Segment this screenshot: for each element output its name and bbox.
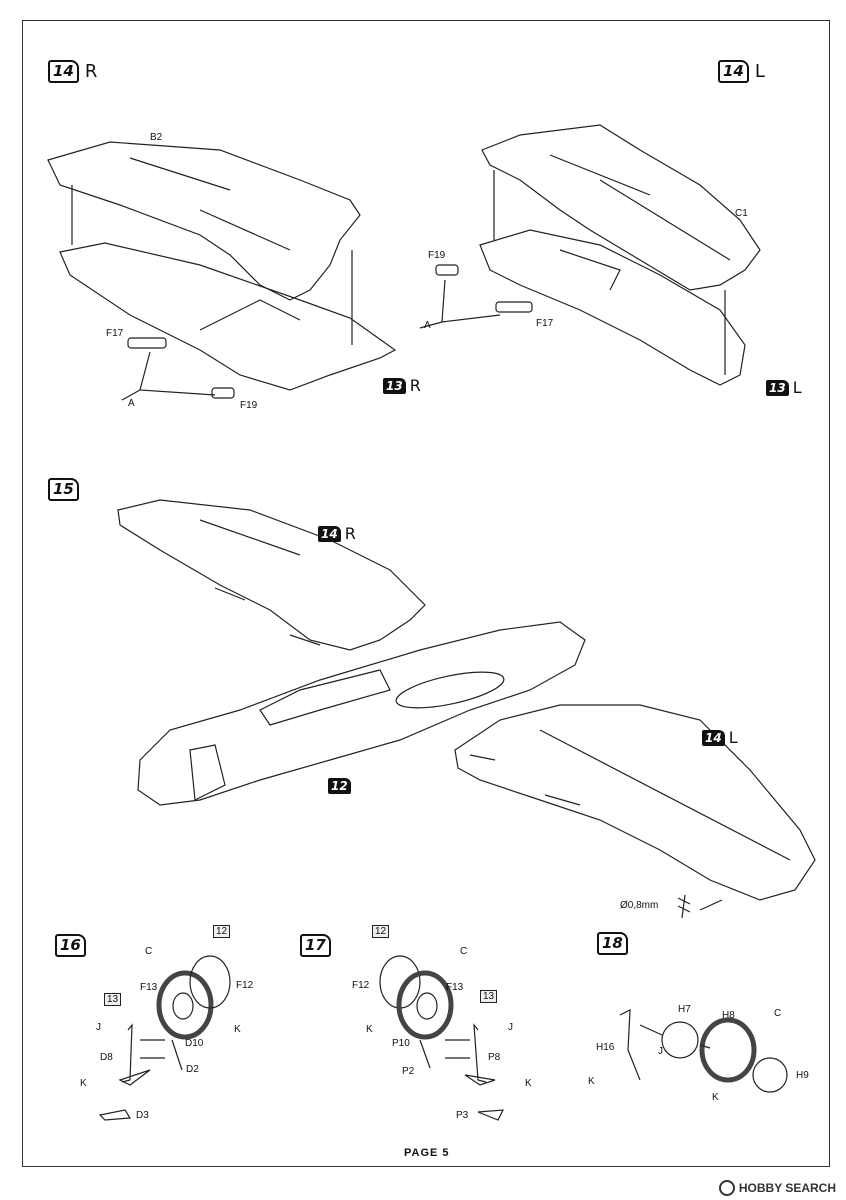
watermark: HOBBY SEARCH <box>718 1180 836 1196</box>
step-side: L <box>754 60 765 82</box>
label-c1: C1 <box>735 208 748 219</box>
wheel-s17-tire <box>396 970 454 1040</box>
part-h7 <box>661 1021 699 1059</box>
label-ref-12: 12 <box>213 925 231 938</box>
fuselage <box>137 621 586 806</box>
label-p8: P8 <box>488 1052 501 1063</box>
page-frame <box>22 20 830 1167</box>
label-f13: F13 <box>140 982 158 993</box>
label-k: K <box>80 1078 87 1089</box>
label-ref-13: 13 <box>104 993 122 1006</box>
label-c: C <box>774 1008 782 1019</box>
step-number: 15 <box>48 477 79 501</box>
part-h8 <box>699 1017 757 1083</box>
label-j: J <box>508 1022 513 1033</box>
step-14-left: 14 L <box>718 59 765 83</box>
ref-14-right: 14 R <box>318 524 356 543</box>
label-f12: F12 <box>236 980 254 991</box>
ref-13-right: 13 R <box>383 376 421 395</box>
label-drill-size: Ø0,8mm <box>620 900 659 911</box>
ref-13-left: 13 L <box>766 378 802 397</box>
label-ref-12: 12 <box>372 925 390 938</box>
label-c: C <box>145 946 153 957</box>
leg-s16 <box>121 1023 133 1083</box>
part-f19-right <box>211 387 235 399</box>
leg-s18 <box>619 1009 641 1081</box>
label-f19: F19 <box>240 400 258 411</box>
label-j: J <box>96 1022 101 1033</box>
wing-upper-left <box>481 124 761 291</box>
label-b2: B2 <box>150 132 163 143</box>
label-p3: P3 <box>456 1110 469 1121</box>
label-f12: F12 <box>352 980 370 991</box>
label-d8: D8 <box>100 1052 113 1063</box>
label-c: C <box>460 946 468 957</box>
step-side: R <box>84 60 98 82</box>
label-d10: D10 <box>185 1038 204 1049</box>
step-number: 16 <box>55 933 86 957</box>
label-d2: D2 <box>186 1064 199 1075</box>
wing-upper-right <box>47 141 361 301</box>
label-k: K <box>525 1078 532 1089</box>
label-j: J <box>658 1046 663 1057</box>
label-h7: H7 <box>678 1004 691 1015</box>
step-18: 18 <box>597 931 628 955</box>
label-p10: P10 <box>392 1038 410 1049</box>
wheel-s16-f12 <box>189 955 231 1009</box>
label-k: K <box>712 1092 719 1103</box>
label-k: K <box>366 1024 373 1035</box>
label-k: K <box>588 1076 595 1087</box>
label-p2: P2 <box>402 1066 415 1077</box>
page-number: PAGE 5 <box>404 1147 450 1159</box>
wing-assembled-left <box>454 704 816 901</box>
part-f17-left <box>495 301 533 313</box>
label-f13: F13 <box>446 982 464 993</box>
label-h8: H8 <box>722 1010 735 1021</box>
label-f19: F19 <box>428 250 446 261</box>
step-number: 17 <box>300 933 331 957</box>
label-h9: H9 <box>796 1070 809 1081</box>
wing-lower-left <box>479 229 746 386</box>
step-15: 15 <box>48 477 79 501</box>
label-f17: F17 <box>536 318 554 329</box>
label-f17: F17 <box>106 328 124 339</box>
step-number: 14 <box>48 59 79 83</box>
wing-lower-right <box>59 242 397 391</box>
label-h16: H16 <box>596 1042 615 1053</box>
label-ref-13: 13 <box>480 990 498 1003</box>
step-number: 14 <box>718 59 749 83</box>
part-h9 <box>752 1057 788 1093</box>
part-f17-right <box>127 337 167 349</box>
step-14-right: 14 R <box>48 59 98 83</box>
ref-14-left: 14 L <box>702 728 738 747</box>
label-k: K <box>234 1024 241 1035</box>
watermark-logo-icon <box>718 1180 735 1196</box>
leg-s17 <box>473 1023 487 1083</box>
step-16: 16 <box>55 933 86 957</box>
step-number: 18 <box>597 931 628 955</box>
wing-assembled-right <box>117 499 426 651</box>
label-d3: D3 <box>136 1110 149 1121</box>
step-17: 17 <box>300 933 331 957</box>
label-a: A <box>424 320 431 331</box>
wheel-s16-tire <box>156 970 214 1040</box>
label-a: A <box>128 398 135 409</box>
part-f19-left <box>435 264 459 276</box>
watermark-text: HOBBY SEARCH <box>738 1181 836 1195</box>
ref-12: 12 <box>328 778 351 794</box>
